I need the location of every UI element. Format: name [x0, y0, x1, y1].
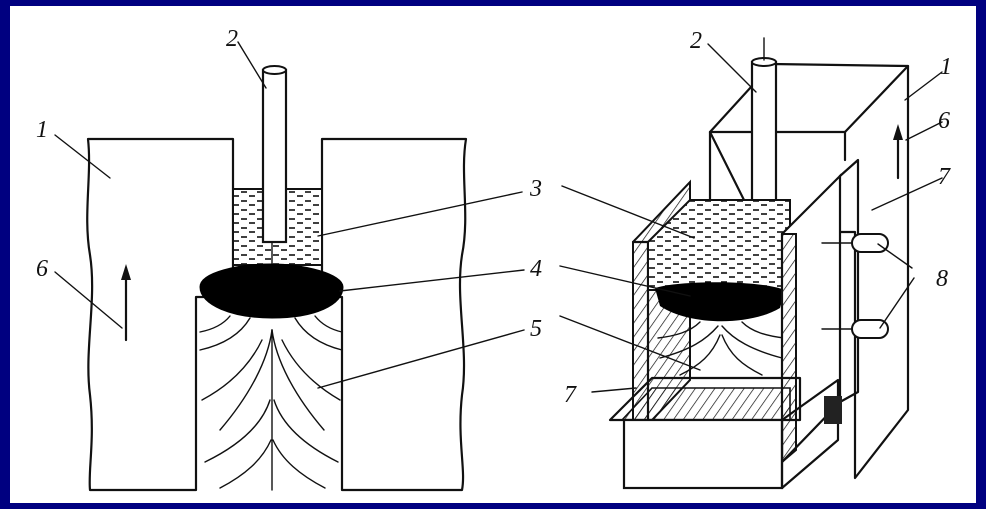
- label-1-right: 1: [940, 54, 952, 80]
- label-7-right: 7: [938, 164, 951, 190]
- label-2-right: 2: [690, 28, 702, 54]
- label-8: 8: [936, 266, 948, 292]
- plate-right-side: [838, 158, 860, 404]
- label-6-left: 6: [36, 256, 48, 282]
- mould-top-edge: [843, 64, 910, 134]
- base-ingot-bottom: [620, 387, 791, 421]
- right-metal-pool: [655, 282, 785, 322]
- electrode: [261, 68, 288, 244]
- water-pipes: [821, 233, 889, 339]
- ingot-crystal-lines: [199, 315, 343, 491]
- right-mould-wall: [320, 137, 468, 492]
- base-connector: [824, 396, 842, 424]
- base-side: [780, 378, 840, 490]
- label-7-left: 7: [564, 382, 577, 408]
- right-ingot-lines: [657, 321, 785, 376]
- label-3: 3: [529, 176, 542, 202]
- electrode-top: [262, 65, 287, 75]
- plate-right-hatch: [781, 233, 797, 465]
- label-5: 5: [530, 316, 542, 342]
- label-2-left: 2: [226, 26, 238, 52]
- left-mould-wall: [86, 137, 235, 492]
- metal-pool: [199, 263, 344, 319]
- label-6-right: 6: [938, 108, 950, 134]
- right-perspective-view: 2 1 6 7 8 7: [559, 28, 952, 490]
- left-arrow-head: [121, 264, 131, 280]
- left-leader-lines: [54, 41, 525, 389]
- right-leader-lines: [559, 43, 943, 393]
- label-1-left: 1: [36, 117, 48, 143]
- label-4: 4: [530, 256, 542, 282]
- base-front: [622, 418, 784, 490]
- left-section-view: 2 1 6 3 4 5: [36, 26, 542, 492]
- right-arrow-head: [893, 124, 903, 140]
